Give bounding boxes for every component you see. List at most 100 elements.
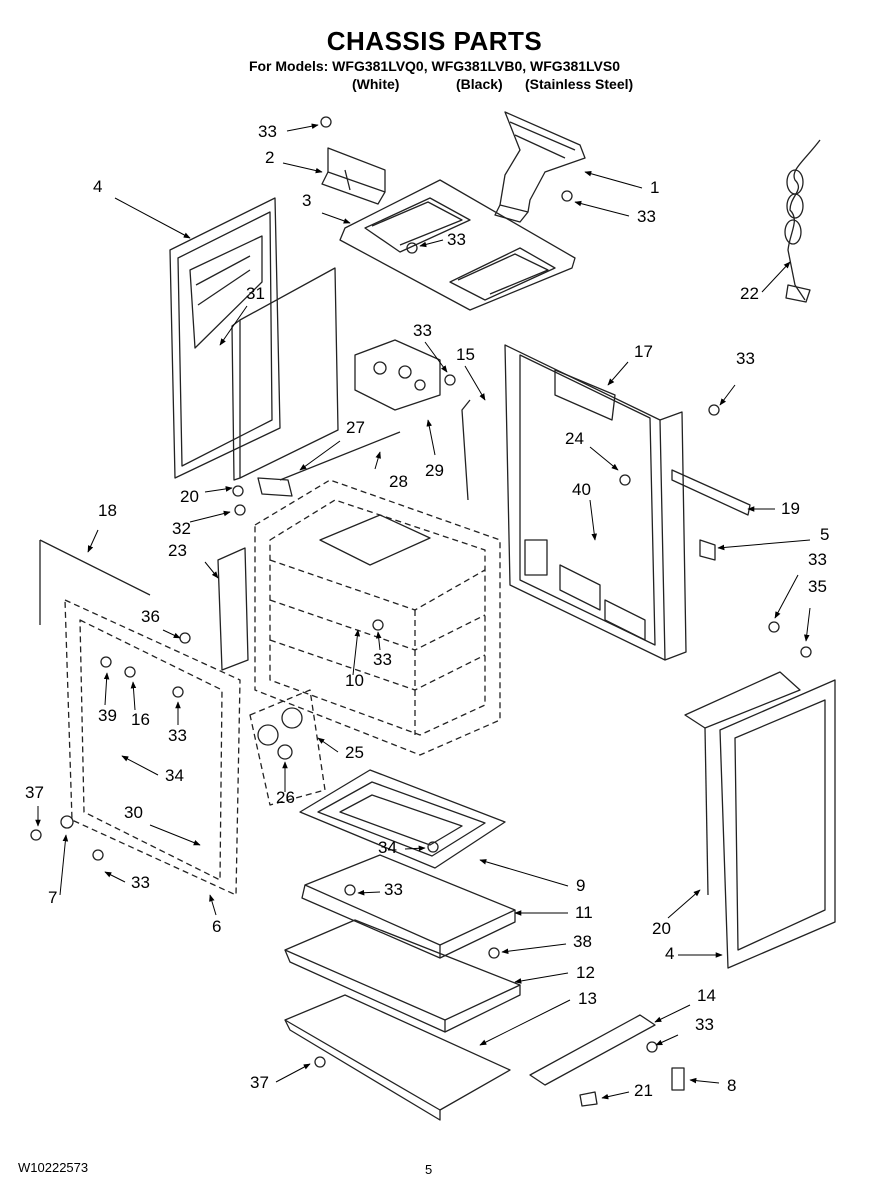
leader-line-33: [719, 384, 736, 406]
leader-line-12: [514, 972, 569, 984]
callout-label-40: 40: [572, 480, 591, 499]
callout-label-11: 11: [575, 903, 593, 922]
callout-label-35: 35: [808, 577, 827, 596]
leader-line-14: [654, 1004, 691, 1023]
callout-label-13: 13: [578, 989, 597, 1008]
callout-label-28: 28: [389, 472, 408, 491]
leader-line-21: [601, 1091, 630, 1100]
callout-label-33: 33: [736, 349, 755, 368]
variant-white: (White): [352, 76, 400, 92]
leader-line-38: [501, 943, 567, 954]
storage-drawer-drawing: [284, 919, 521, 1033]
callout-label-23: 23: [168, 541, 187, 560]
knob-2-drawing: [281, 707, 303, 729]
callout-label-16: 16: [131, 710, 150, 729]
leveling-rail-drawing: [529, 1014, 656, 1086]
power-cord-drawing: [784, 139, 821, 303]
regulator-drawing: [354, 339, 441, 411]
leader-line-34: [404, 845, 426, 852]
leader-line-8: [689, 1077, 720, 1084]
callout-label-33: 33: [258, 122, 277, 141]
top-bracket-drawing: [321, 147, 386, 205]
igniter-drawing: [277, 744, 293, 760]
leader-line-16: [130, 681, 137, 711]
leader-line-20: [204, 486, 233, 493]
rail-drawing: [671, 469, 751, 516]
callout-label-38: 38: [573, 932, 592, 951]
variant-black: (Black): [456, 76, 503, 92]
callout-label-15: 15: [456, 345, 475, 364]
leader-line-33: [419, 239, 444, 248]
gasket-drawing: [461, 399, 471, 501]
callout-label-4: 4: [665, 944, 674, 963]
callout-label-24: 24: [565, 429, 584, 448]
left-side-panel-drawing: [169, 197, 281, 479]
seal-strip-drawing: [39, 539, 151, 596]
clip-21-drawing: [579, 1091, 598, 1107]
leader-line-2: [282, 162, 323, 174]
callout-label-33: 33: [695, 1015, 714, 1034]
callout-label-14: 14: [697, 986, 716, 1005]
leader-line-6: [209, 894, 217, 916]
leader-line-29: [426, 419, 436, 456]
leader-line-33: [655, 1034, 679, 1046]
leader-line-23: [204, 561, 219, 579]
burner-box-drawing: [339, 179, 576, 311]
callout-label-30: 30: [124, 803, 143, 822]
vent-duct-drawing: [494, 111, 586, 223]
callout-label-2: 2: [265, 148, 274, 167]
cavity-top-box-drawing: [319, 514, 431, 566]
leader-line-4: [114, 197, 191, 239]
right-side-panel-drawing: [684, 671, 836, 969]
callout-label-37: 37: [25, 783, 44, 802]
leader-line-37: [275, 1063, 311, 1083]
leader-line-39: [103, 672, 110, 706]
callout-label-34: 34: [378, 838, 397, 857]
callout-label-33: 33: [168, 726, 187, 745]
leader-line-33: [286, 123, 319, 132]
leader-line-22: [761, 261, 791, 293]
variant-stainless: (Stainless Steel): [525, 76, 634, 92]
leader-line-27: [299, 440, 341, 471]
callout-label-33: 33: [384, 880, 403, 899]
callout-label-18: 18: [98, 501, 117, 520]
callout-label-32: 32: [172, 519, 191, 538]
broil-pan-drawing: [301, 854, 516, 959]
callout-label-34: 34: [165, 766, 184, 785]
callout-label-26: 26: [276, 788, 295, 807]
screw-drawings: [30, 116, 812, 1068]
callout-label-29: 29: [425, 461, 444, 480]
leader-line-15: [464, 365, 486, 401]
leader-line-3: [321, 212, 351, 224]
callout-label-33: 33: [447, 230, 466, 249]
leader-line-30: [149, 824, 201, 846]
callout-label-4: 4: [93, 177, 102, 196]
leader-line-33: [424, 341, 448, 373]
callout-label-27: 27: [346, 418, 365, 437]
callout-label-33: 33: [413, 321, 432, 340]
insulation-drawing: [231, 267, 339, 481]
leader-line-24: [589, 446, 619, 471]
leader-line-31: [219, 305, 248, 346]
leader-line-25: [317, 737, 339, 753]
callout-label-21: 21: [634, 1081, 653, 1100]
callout-label-33: 33: [637, 207, 656, 226]
callout-label-9: 9: [576, 876, 585, 895]
leader-line-33: [357, 889, 381, 896]
leader-line-17: [607, 361, 629, 386]
rod-drawing: [279, 431, 401, 481]
oven-cavity-drawing: [254, 479, 501, 756]
leader-line-10: [352, 629, 361, 676]
models-subtitle: For Models: WFG381LVQ0, WFG381LVB0, WFG3…: [248, 58, 621, 74]
callout-label-10: 10: [345, 671, 364, 690]
leader-line-36: [162, 629, 181, 639]
callout-label-5: 5: [820, 525, 829, 544]
leader-line-18: [87, 529, 99, 553]
leader-line-33: [574, 200, 630, 217]
leveling-leg-drawing: [671, 1067, 685, 1091]
document-number: W10222573: [18, 1160, 89, 1175]
callout-label-20: 20: [180, 487, 199, 506]
mount-bracket-drawing: [217, 547, 249, 671]
callout-label-25: 25: [345, 743, 364, 762]
